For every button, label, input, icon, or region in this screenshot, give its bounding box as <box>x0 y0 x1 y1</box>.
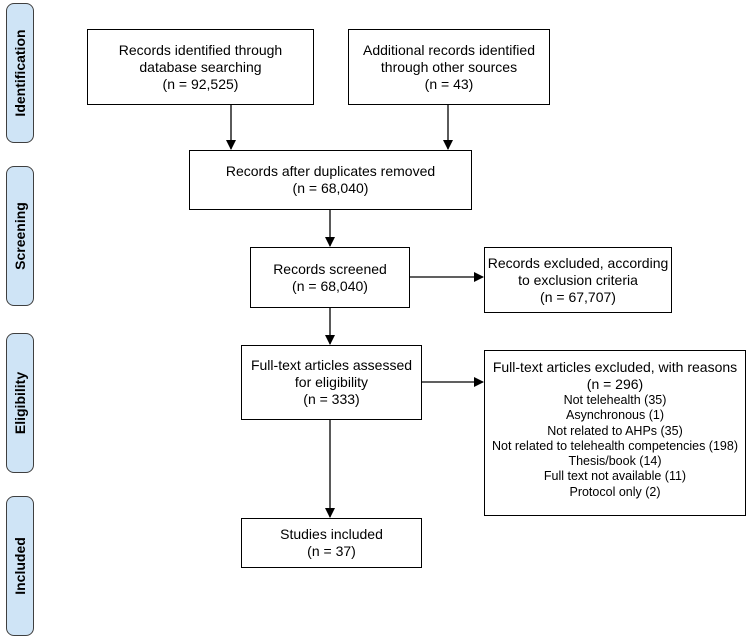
box-records-excluded-line-2: to exclusion criteria <box>518 271 638 288</box>
box-after-duplicates: Records after duplicates removed (n = 68… <box>189 150 472 210</box>
box-database-records-line-1: Records identified through <box>118 41 283 58</box>
phase-identification-label: Identification <box>12 29 28 117</box>
phase-eligibility: Eligibility <box>6 333 34 473</box>
box-fulltext-assessed-line-3: (n = 333) <box>303 391 360 407</box>
box-fulltext-excluded-heading: Full-text articles excluded, with reason… <box>492 359 738 375</box>
box-fulltext-assessed: Full-text articles assessed for eligibil… <box>241 345 422 420</box>
box-records-excluded-line-3: (n = 67,707) <box>540 288 616 305</box>
box-studies-included-line-2: (n = 37) <box>307 543 356 559</box>
exclusion-reason: Protocol only (2) <box>569 484 661 499</box>
box-database-records: Records identified through database sear… <box>87 29 314 105</box>
exclusion-reason: Not related to telehealth competencies (… <box>492 438 738 453</box>
box-records-excluded: Records excluded, according to exclusion… <box>484 247 672 313</box>
box-records-excluded-line-1: Records excluded, according <box>487 254 669 271</box>
box-records-screened-line-2: (n = 68,040) <box>292 277 368 294</box>
exclusion-reason: Asynchronous (1) <box>566 408 664 423</box>
box-studies-included-line-1: Studies included <box>280 526 383 542</box>
box-fulltext-assessed-line-2: for eligibility <box>294 374 369 390</box>
box-other-sources-line-2: through other sources <box>380 58 518 75</box>
box-after-duplicates-line-1: Records after duplicates removed <box>225 163 436 179</box>
exclusion-reason: Not telehealth (35) <box>563 393 667 407</box>
phase-screening: Screening <box>6 166 34 306</box>
phase-eligibility-label: Eligibility <box>12 371 28 435</box>
box-records-screened-line-1: Records screened <box>273 260 387 277</box>
phase-included-label: Included <box>12 537 28 595</box>
phase-screening-label: Screening <box>12 202 28 270</box>
box-records-screened: Records screened (n = 68,040) <box>250 247 410 308</box>
box-other-sources-line-3: (n = 43) <box>424 75 474 92</box>
box-other-sources-line-1: Additional records identified <box>363 41 535 58</box>
box-after-duplicates-line-2: (n = 68,040) <box>292 180 369 196</box>
box-fulltext-assessed-line-1: Full-text articles assessed <box>250 357 413 373</box>
phase-included: Included <box>6 496 34 636</box>
exclusion-reason: Thesis/book (14) <box>568 454 662 469</box>
box-database-records-line-3: (n = 92,525) <box>162 75 239 92</box>
box-studies-included: Studies included (n = 37) <box>241 518 422 568</box>
box-database-records-line-2: database searching <box>139 58 262 75</box>
box-fulltext-excluded: Full-text articles excluded, with reason… <box>484 350 746 516</box>
exclusion-reason: Full text not available (11) <box>543 469 687 484</box>
box-other-sources: Additional records identified through ot… <box>348 29 550 105</box>
phase-identification: Identification <box>6 3 34 143</box>
box-fulltext-excluded-count: (n = 296) <box>586 376 644 392</box>
exclusion-reason: Not related to AHPs (35) <box>547 423 683 438</box>
